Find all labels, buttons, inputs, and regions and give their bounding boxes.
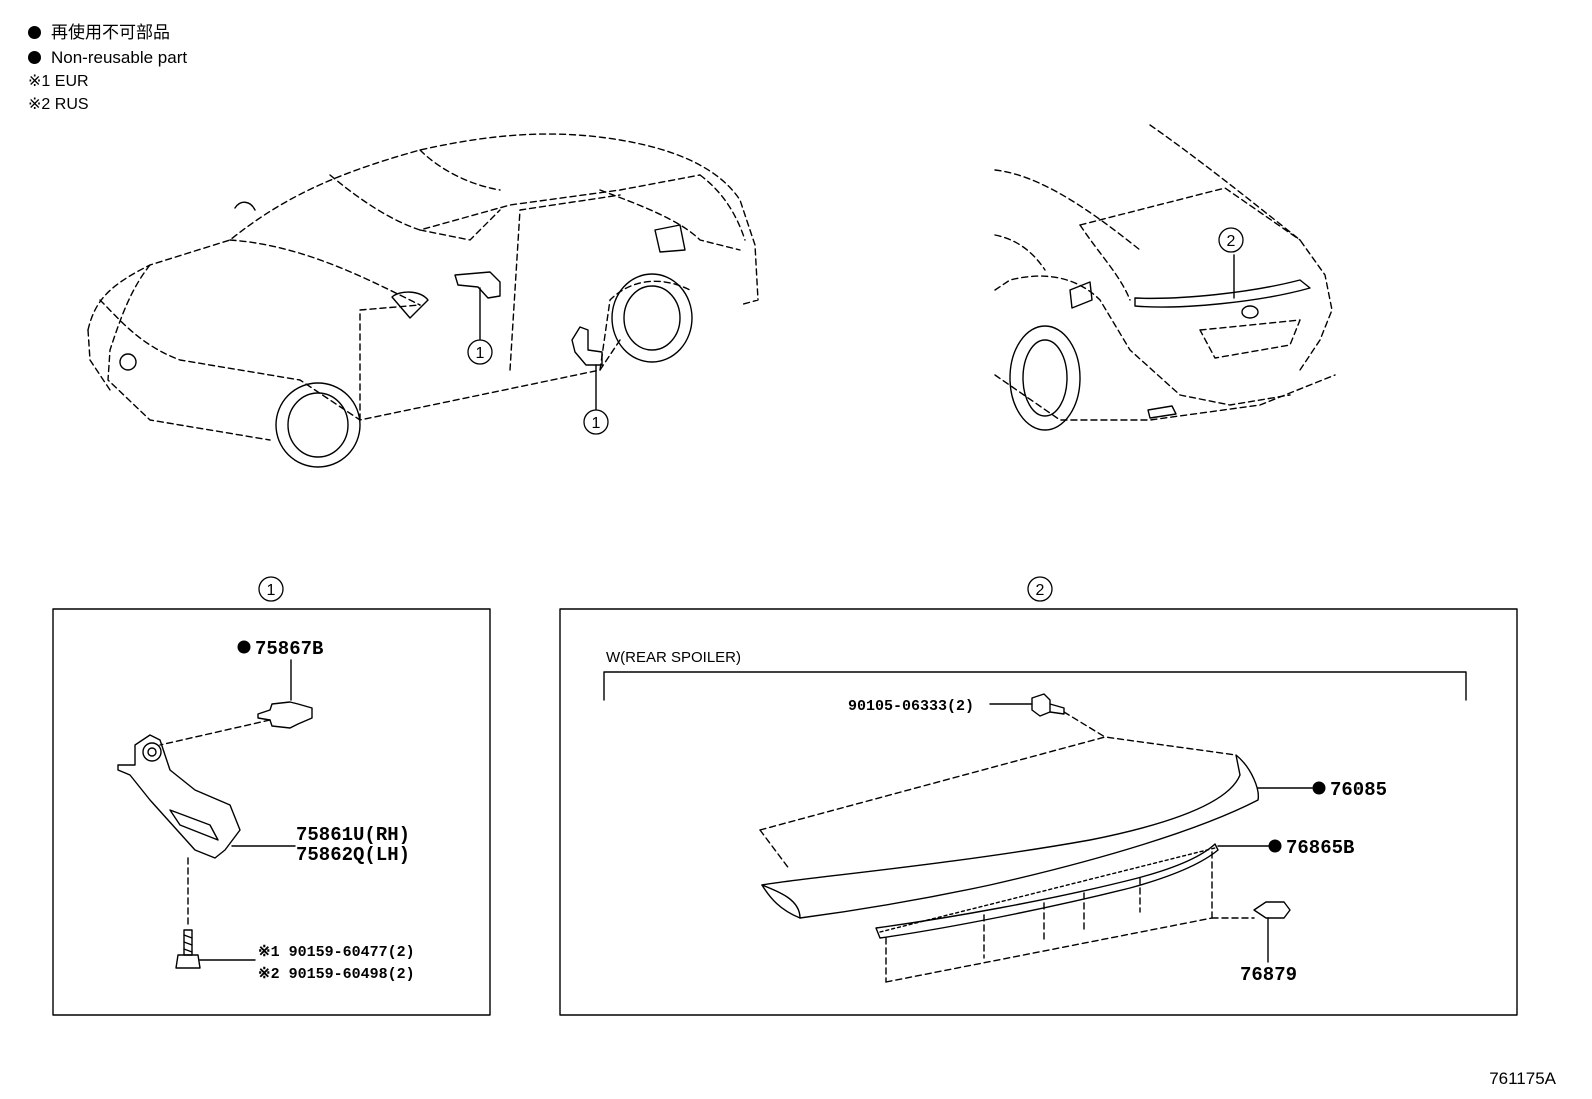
note-2-mark: ※2 bbox=[28, 96, 51, 113]
callout-1-upper-circle bbox=[467, 339, 493, 365]
non-reusable-dot-icon bbox=[237, 640, 251, 654]
screw-eur-label: ※1 90159-60477(2) bbox=[258, 944, 415, 961]
rear-spoiler-on-car bbox=[1134, 254, 1311, 308]
callout-2-rear-label: 2 bbox=[1227, 233, 1236, 250]
panel-1-title-circle bbox=[258, 576, 284, 602]
non-reusable-dot-icon bbox=[28, 26, 41, 39]
bolt-90105-drawing bbox=[989, 693, 1106, 738]
panel-2-title: 2 bbox=[1036, 582, 1045, 599]
door-sill-bracket-upper bbox=[454, 271, 501, 341]
legend-jp-label: 再使用不可部品 bbox=[51, 23, 170, 42]
screw-90159-drawing bbox=[175, 929, 256, 969]
callout-1-lower-label: 1 bbox=[592, 415, 601, 432]
legend-note-1: ※1 EUR bbox=[28, 70, 187, 93]
section-label: W(REAR SPOILER) bbox=[606, 649, 741, 666]
seal-76865b-drawing bbox=[875, 843, 1271, 983]
rear-car-illustration bbox=[994, 124, 1336, 421]
front-car-wheels bbox=[119, 201, 693, 468]
note-1-mark: ※1 bbox=[28, 73, 51, 90]
legend-en-label: Non-reusable part bbox=[51, 48, 188, 67]
callout-1-lower-circle bbox=[583, 409, 609, 435]
sill-bracket-drawing bbox=[117, 734, 296, 926]
reference-code: 761175A bbox=[1489, 1069, 1556, 1088]
part-76085-label: 76085 bbox=[1330, 779, 1387, 801]
clip-76879-drawing bbox=[1253, 901, 1291, 963]
legend: 再使用不可部品 Non-reusable part ※1 EUR ※2 RUS bbox=[28, 20, 187, 116]
panel-2-title-circle bbox=[1027, 576, 1053, 602]
rear-car-wheel bbox=[1009, 281, 1259, 431]
door-sill-bracket-lower bbox=[571, 326, 603, 411]
legend-note-2: ※2 RUS bbox=[28, 93, 187, 116]
section-bracket bbox=[603, 671, 1467, 701]
clip-75867b-drawing bbox=[159, 659, 313, 746]
panel-1-frame bbox=[52, 608, 491, 1016]
non-reusable-dot-icon bbox=[1312, 781, 1326, 795]
part-76865b-label: 76865B bbox=[1286, 837, 1354, 859]
callout-1-upper-label: 1 bbox=[476, 345, 485, 362]
callout-2-rear-circle bbox=[1218, 227, 1244, 253]
panel-2-frame bbox=[559, 608, 1518, 1016]
screw-rus-label: ※2 90159-60498(2) bbox=[258, 966, 415, 983]
rear-spoiler-drawing bbox=[759, 736, 1313, 919]
part-90105-label: 90105-06333(2) bbox=[848, 698, 974, 715]
part-75867b-label: 75867B bbox=[255, 638, 323, 660]
note-2-text: RUS bbox=[54, 96, 89, 113]
legend-row-jp: 再使用不可部品 bbox=[28, 20, 187, 45]
part-76879-label: 76879 bbox=[1240, 964, 1297, 986]
note-1-text: EUR bbox=[54, 73, 89, 90]
part-75862q-label: 75862Q(LH) bbox=[296, 844, 410, 866]
part-75861u-label: 75861U(RH) bbox=[296, 824, 410, 846]
panel-1-title: 1 bbox=[267, 582, 276, 599]
legend-row-en: Non-reusable part bbox=[28, 45, 187, 70]
non-reusable-dot-icon bbox=[28, 51, 41, 64]
non-reusable-dot-icon bbox=[1268, 839, 1282, 853]
